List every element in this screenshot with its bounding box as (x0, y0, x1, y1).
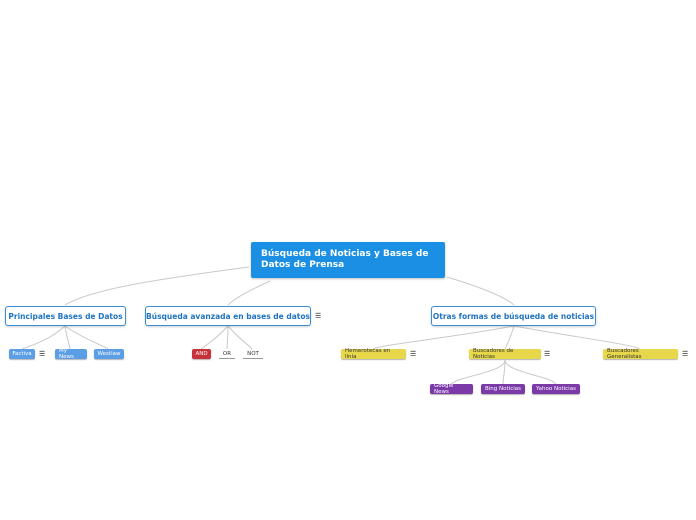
link-b1-c1 (21, 325, 66, 350)
child-or[interactable]: OR (219, 349, 235, 359)
link-root-branch-3 (446, 276, 515, 306)
note-lines-icon[interactable]: ☰ (544, 350, 551, 358)
note-lines-icon[interactable]: ☰ (410, 350, 417, 358)
link-b2-c3 (227, 325, 253, 350)
note-lines-icon[interactable]: ☰ (39, 350, 46, 358)
link-root-branch-1 (64, 266, 250, 306)
link-b2-c1 (200, 325, 229, 350)
child-label: Buscadores Generalistas (607, 348, 642, 360)
branch-principales-bases[interactable]: Principales Bases de Datos (5, 306, 126, 326)
link-b1-c3 (64, 325, 109, 350)
note-lines-icon[interactable]: ☰ (315, 312, 322, 320)
link-b1-c2 (64, 325, 71, 350)
child-and[interactable]: AND (192, 349, 211, 359)
grandchild-google-news[interactable]: Google News (430, 383, 473, 395)
child-label: Bing Noticias (485, 386, 521, 392)
child-label: OR (222, 350, 232, 357)
child-westlaw[interactable]: Westlaw (94, 349, 124, 359)
child-my-news[interactable]: My News (55, 348, 87, 360)
child-label: Hemerotecas en línia (345, 348, 391, 360)
link-bn-c2 (502, 359, 506, 385)
link-b3-c1 (372, 325, 515, 350)
child-label: Yahoo Noticias (536, 386, 576, 392)
note-lines-icon[interactable]: ☰ (682, 350, 689, 358)
branch-busqueda-avanzada[interactable]: Búsqueda avanzada en bases de datos (145, 306, 311, 326)
link-bn-c3 (504, 359, 557, 385)
child-label: Factiva (12, 351, 32, 357)
child-hemerotecas[interactable]: Hemerotecas en línia (341, 348, 406, 360)
child-buscadores-noticias[interactable]: Buscadores de Noticias (469, 348, 541, 360)
branch-otras-formas[interactable]: Otras formas de búsqueda de noticias (431, 306, 596, 326)
root-topic-label: Búsqueda de Noticias y Bases de Datos de… (261, 249, 429, 270)
child-label: Google News (434, 383, 454, 395)
child-label: Buscadores de Noticias (473, 348, 514, 360)
child-buscadores-generalistas[interactable]: Buscadores Generalistas (603, 348, 678, 360)
child-label: NOT (247, 350, 259, 357)
link-bn-c1 (450, 359, 506, 385)
link-b3-c2 (504, 325, 515, 350)
child-label: Westlaw (97, 351, 121, 357)
child-label: My News (59, 348, 74, 360)
link-b3-c3 (513, 325, 641, 350)
branch-label: Búsqueda avanzada en bases de datos (146, 311, 310, 321)
link-b2-c2 (226, 325, 229, 350)
branch-label: Principales Bases de Datos (8, 311, 123, 321)
grandchild-bing-noticias[interactable]: Bing Noticias (481, 384, 525, 394)
branch-label: Otras formas de búsqueda de noticias (432, 311, 595, 321)
child-factiva[interactable]: Factiva (9, 349, 35, 359)
child-label: AND (195, 351, 208, 357)
link-root-branch-2 (227, 280, 271, 306)
grandchild-yahoo-noticias[interactable]: Yahoo Noticias (532, 384, 580, 394)
child-not[interactable]: NOT (243, 349, 263, 359)
root-topic[interactable]: Búsqueda de Noticias y Bases de Datos de… (251, 242, 445, 278)
